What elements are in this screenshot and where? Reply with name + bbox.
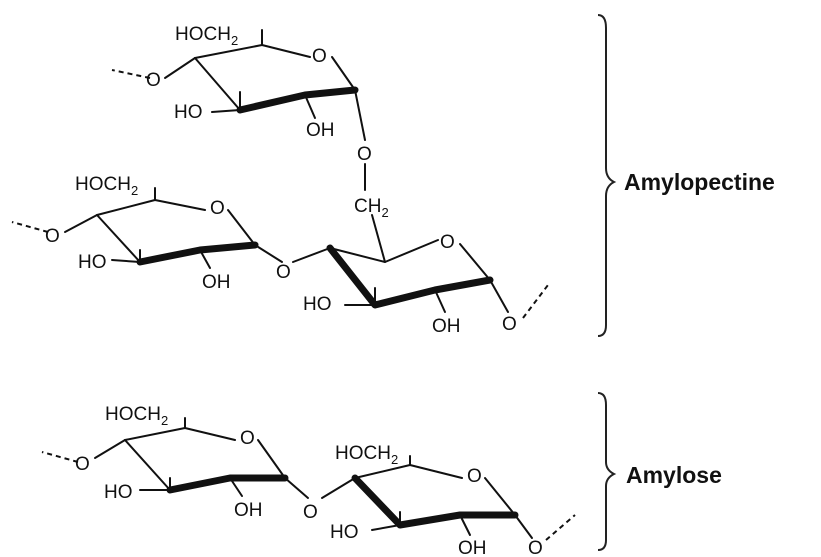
hydroxyl-label: OH xyxy=(234,500,263,521)
link-oxygen-label: O xyxy=(146,70,161,91)
ring-oxygen-label: O xyxy=(240,428,255,449)
link-oxygen-label: O xyxy=(528,538,543,557)
hydroxyl-label: OH xyxy=(458,538,487,557)
glucose-ring-main-right: O HO OH O xyxy=(292,214,549,337)
hydroxyl-label: HO xyxy=(104,482,133,503)
hydroxyl-label: OH xyxy=(306,120,335,141)
hydroxyl-label: HO xyxy=(78,252,107,273)
ring-oxygen-label: O xyxy=(210,198,225,219)
glucose-ring-branch-top: HOCH2 O O HO OH O xyxy=(111,24,372,165)
hydroxyl-label: OH xyxy=(202,272,231,293)
amylose-brace xyxy=(597,392,617,551)
glucose-ring-amylose-left: HOCH2 O O HO OH O xyxy=(41,404,318,523)
glycosidic-oxygen-label: O xyxy=(276,262,291,283)
ch2oh-label: HOCH2 xyxy=(75,174,138,198)
glycosidic-oxygen-label: O xyxy=(357,144,372,165)
hydroxyl-label: HO xyxy=(330,522,359,543)
ch2oh-label: HOCH2 xyxy=(335,443,398,467)
amylopectine-brace xyxy=(597,14,617,337)
ring-oxygen-label: O xyxy=(312,46,327,67)
amylose-label: Amylose xyxy=(626,462,722,488)
ring-oxygen-label: O xyxy=(467,466,482,487)
glucose-ring-main-left: HOCH2 O O HO OH O xyxy=(11,174,291,293)
link-oxygen-label: O xyxy=(45,226,60,247)
ch2oh-label: HOCH2 xyxy=(175,24,238,48)
hydroxyl-label: HO xyxy=(303,294,332,315)
glucose-ring-amylose-right: HOCH2 O HO OH O xyxy=(321,443,576,557)
ring-oxygen-label: O xyxy=(440,232,455,253)
ch2-label: CH2 xyxy=(354,196,389,220)
link-oxygen-label: O xyxy=(75,454,90,475)
link-oxygen-label: O xyxy=(502,314,517,335)
amylopectine-label: Amylopectine xyxy=(624,169,775,195)
hydroxyl-label: HO xyxy=(174,102,203,123)
amylose-structure: HOCH2 O O HO OH O HOCH2 O HO OH O xyxy=(41,404,576,557)
hydroxyl-label: OH xyxy=(432,316,461,337)
amylopectine-structure: HOCH2 O O HO OH O CH2 HOCH2 O O HO xyxy=(11,24,549,337)
glycosidic-oxygen-label: O xyxy=(303,502,318,523)
ch2oh-label: HOCH2 xyxy=(105,404,168,428)
